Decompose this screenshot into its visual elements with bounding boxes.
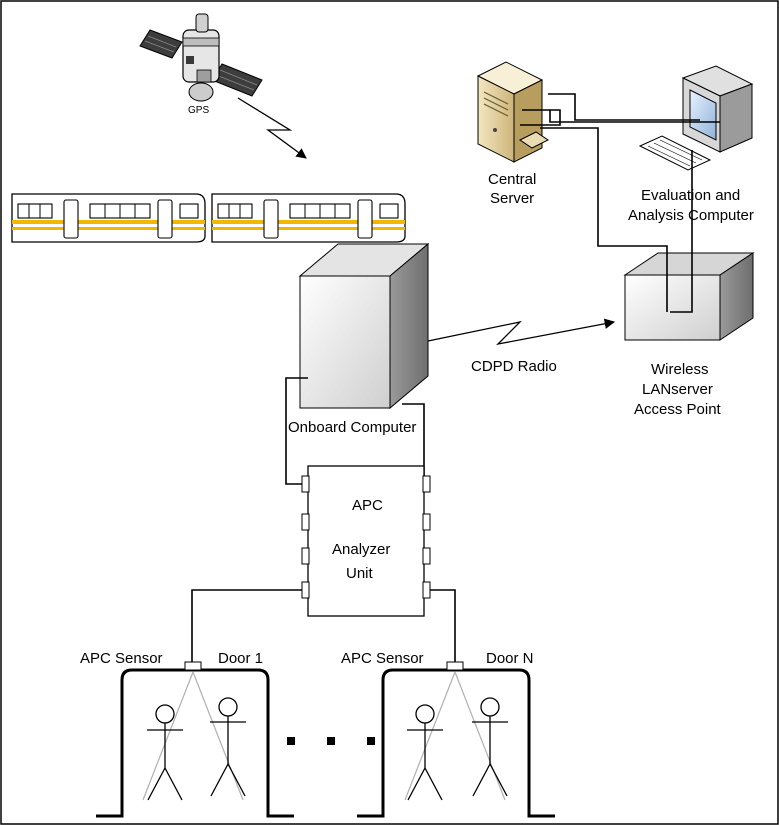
doorn-label: Door N [486, 650, 534, 667]
evaluation-computer-label: Evaluation and Analysis Computer [628, 187, 754, 224]
wireless-access-point-label: Wireless LANserver Access Point [634, 361, 722, 418]
server-to-ap-wire [540, 127, 668, 312]
gps-label: GPS [188, 105, 209, 116]
train-car-icon [211, 193, 406, 243]
onboard-to-apc-wire-left [285, 377, 308, 485]
satellite-icon [139, 13, 263, 102]
workstation-to-ap-wire [670, 150, 693, 313]
apc-to-sensorn-wire [430, 589, 456, 662]
gps-signal-bolt [237, 97, 307, 159]
desktop-computer-icon [638, 65, 754, 171]
central-server-label: Central Server [488, 171, 541, 207]
stick-figure-icon [407, 704, 443, 801]
server-to-workstation-wire [549, 110, 720, 123]
stick-figure-icon [147, 704, 183, 801]
stick-figure-icon [210, 697, 246, 797]
server-workstation-link [520, 109, 561, 126]
stick-figure-icon [472, 697, 508, 797]
server-tower-icon [476, 61, 549, 163]
apc-to-sensor1-wire [191, 589, 302, 662]
onboard-computer-label: Onboard Computer [288, 419, 416, 436]
cdpd-radio-label: CDPD Radio [471, 358, 557, 375]
door-1-frame [96, 661, 294, 818]
door1-sensor-label: APC Sensor [80, 650, 163, 667]
computer-box-icon [298, 242, 430, 410]
sensor-cone [142, 671, 194, 801]
door-n-frame [357, 661, 555, 818]
train-car-icon [11, 193, 206, 243]
apc-unit-label: APC Analyzer Unit [332, 497, 395, 582]
apc-analyzer-unit [301, 465, 431, 617]
doorn-sensor-label: APC Sensor [341, 650, 424, 667]
access-point-box-icon [623, 252, 755, 341]
ellipsis-dots [287, 737, 375, 745]
server-workstation-wire [548, 93, 700, 121]
cdpd-radio-bolt [427, 318, 616, 346]
door1-label: Door 1 [218, 650, 263, 667]
